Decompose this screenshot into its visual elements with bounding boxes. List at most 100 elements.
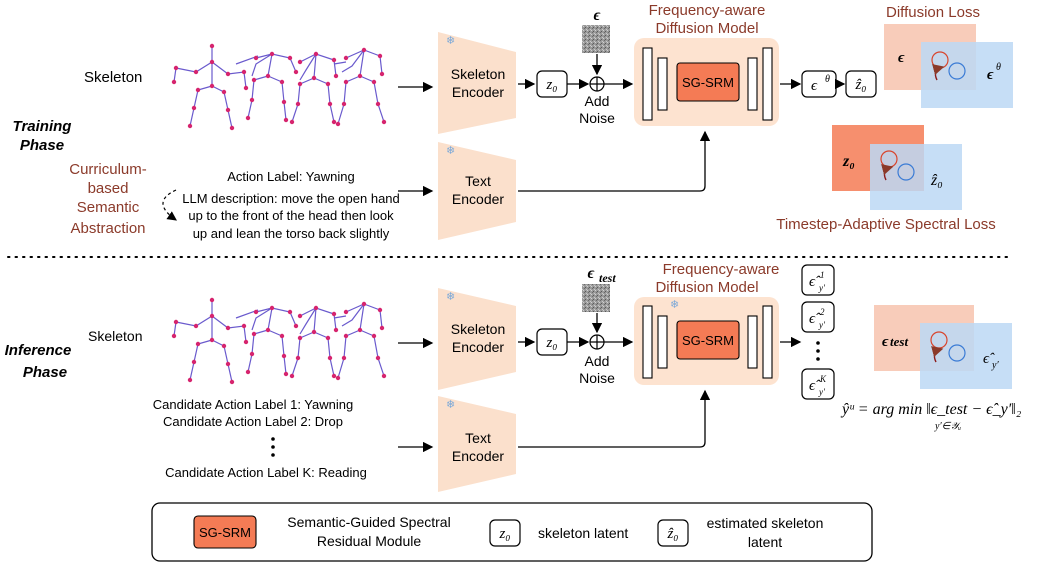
model-layer-2 [657,57,668,111]
z0-text: z₀ [545,77,557,93]
sgsrm-label: SG-SRM [682,75,734,90]
skeleton-encoder-block [438,32,516,134]
model-title: Frequency-aware [649,2,766,19]
inf-venn-left-sub: test [890,334,908,349]
inference-phase-title: Inference [5,342,72,359]
legend: SG-SRM Semantic-Guided Spectral Residual… [151,502,873,562]
snowflake-icon: ❄ [446,145,455,157]
inf-model-layer-2 [657,315,668,369]
snowflake-icon: ❄ [446,399,455,411]
inf-model-title: Frequency-aware [663,261,780,278]
model-layer-1 [642,47,653,121]
training-phase: Training Phase Skeleton ❄ Skeleton Encod… [13,2,1013,241]
legend-z0-desc: skeleton latent [538,525,628,541]
training-phase-title: Training [13,118,72,135]
legend-sgsrm-desc-2: Residual Module [317,533,421,549]
candidate-label-1: Candidate Action Label 1: Yawning [153,397,353,412]
skeleton-encoder-label: Skeleton [451,66,505,82]
inference-skeleton-label: Skeleton [88,328,142,344]
snowflake-icon: ❄ [446,291,455,303]
model-layer-3 [747,57,758,111]
spectral-loss-title: Timestep-Adaptive Spectral Loss [776,216,996,233]
eps-theta-box [801,70,837,98]
eps-output-sub-1: y′ [818,283,826,293]
eps-output-box-k [801,368,835,400]
training-phase-subtitle: Phase [20,137,64,154]
text-encoder-label-2: Encoder [452,191,504,207]
skeleton-label: Skeleton [84,69,142,86]
eps-output-box-2 [801,301,835,333]
add-noise-label-2: Noise [579,110,615,126]
snowflake-icon: ❄ [670,299,679,311]
inf-add-noise-label-2: Noise [579,370,615,386]
spectral-loss-blue-square [870,144,962,210]
model-title-2: Diffusion Model [655,20,758,37]
inference-skeleton-joints [171,297,387,385]
curriculum-label-3: Semantic [77,199,140,216]
curriculum-label-4: Abstraction [70,220,145,237]
candidate-label-2: Candidate Action Label 2: Drop [163,414,343,429]
spectral-right-label: ẑ₀ [930,172,943,189]
eps-theta-text: ϵ [811,78,818,94]
skeleton-joints [171,43,387,131]
legend-z0hat-desc-2: latent [748,534,782,550]
eps-output-sup-1: 1 [820,270,825,280]
loss-curve-arrow [932,64,945,81]
dots-icon [271,453,275,457]
dots-icon [271,445,275,449]
spectral-curve-arrow [881,164,894,181]
text-encoder-block [438,142,516,240]
inf-text-encoder-label-2: Encoder [452,448,504,464]
legend-sgsrm-box [193,515,257,549]
inf-venn-blue-circle [948,344,966,362]
inf-arrow-text-to-model [518,389,711,448]
llm-description-line2: up to the front of the head then look [188,208,394,223]
inf-sgsrm-label: SG-SRM [682,333,734,348]
eps-output-sup-k: K [819,374,827,384]
diffusion-loss-right-sup: θ [996,62,1001,73]
inf-venn-left-label: ϵ [882,334,889,350]
legend-sgsrm-label: SG-SRM [199,525,251,540]
inf-sgsrm-block [676,320,740,360]
eps-output-sup-2: 2 [820,307,825,317]
decision-formula-sub: y′∈𝒴ᵤ [934,421,961,432]
candidate-label-k: Candidate Action Label K: Reading [165,465,367,480]
skeleton-sequence-image [173,46,385,129]
noise-symbol: ϵ [594,7,601,24]
inf-model-layer-4 [762,305,773,379]
eps-output-sub-k: y′ [818,387,826,397]
legend-z0-text: z₀ [498,526,510,542]
dots-icon [816,357,820,361]
noise-patch-icon [582,25,610,53]
action-label-text: Action Label: Yawning [227,169,354,184]
inf-skeleton-encoder-block [438,288,516,390]
curriculum-dashed-arrow [162,189,177,221]
legend-z0hat-text: ẑ₀ [666,526,678,542]
llm-description-line1: LLM description: move the open hand [182,191,400,206]
inf-text-encoder-block [438,396,516,492]
arrow-text-to-model [518,130,711,192]
eps-output-stack: ϵ̂ 1 y′ ϵ̂ 2 y′ ϵ̂ K y′ [801,264,835,400]
inference-phase: Inference Phase Skeleton ❄ Skeleton Enco… [5,261,1022,492]
noise-patch-icon [582,284,610,312]
legend-z0-box [489,519,521,547]
inf-plus-cross [590,335,604,349]
llm-description-line3: up and lean the torso back slightly [193,226,390,241]
legend-z0hat-desc: estimated skeleton [707,515,824,531]
curriculum-label: Curriculum- [69,161,147,178]
legend-sgsrm-desc: Semantic-Guided Spectral [287,514,450,530]
z0hat-text: ẑ₀ [854,77,866,93]
spectral-blue-circle [897,163,915,181]
sgsrm-block [676,62,740,102]
loss-blue-circle [948,62,966,80]
inference-phase-subtitle: Phase [23,364,67,381]
inf-add-noise-label: Add [585,353,610,369]
z0hat-box [845,70,877,98]
plus-cross [590,77,604,91]
inference-skeleton-sequence-image [173,300,385,383]
inf-model-layer-1 [642,305,653,379]
legend-z0hat-box [657,519,689,547]
inf-skeleton-encoder-label-2: Encoder [452,339,504,355]
eps-output-sub-2: y′ [818,320,826,330]
